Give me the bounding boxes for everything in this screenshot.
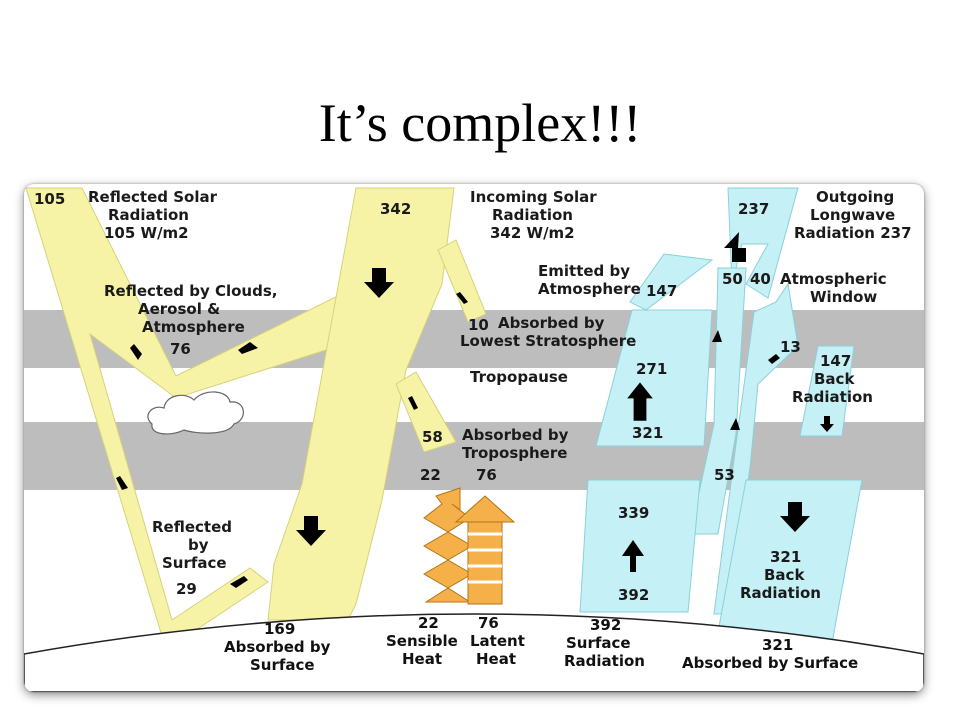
strat-title-1: Absorbed by (498, 314, 605, 332)
emitted-title-2: Atmosphere (538, 280, 641, 298)
diag-arrow-icon (456, 292, 468, 304)
down-arrow-icon (296, 516, 326, 546)
back147-title-2: Radiation (792, 388, 873, 406)
diagram-canvas: 105 Reflected Solar Radiation 105 W/m2 3… (24, 187, 924, 692)
outgoing-title-2: Longwave (810, 206, 895, 224)
reflected-solar-title-3: 105 W/m2 (104, 224, 189, 242)
latent-title-1: Latent (470, 632, 525, 650)
strat-title-2: Lowest Stratosphere (460, 332, 636, 350)
outgoing-title-1: Outgoing (816, 188, 894, 206)
surface-rad-title-1: Surface (566, 634, 631, 652)
strat-value: 10 (468, 316, 489, 334)
surface-rad-value: 392 (590, 616, 621, 634)
back-radiation-147-stream (799, 345, 855, 437)
latent-heat-icon (454, 495, 516, 605)
surface-reflect-title-3: Surface (162, 554, 227, 572)
down-arrow-icon (364, 268, 394, 298)
latent-value: 76 (478, 614, 499, 632)
incoming-title-1: Incoming Solar (470, 188, 597, 206)
up-arrow-icon (730, 418, 740, 430)
stratosphere-branch (437, 239, 487, 323)
back147-title-1: Back (814, 370, 855, 388)
down-arrow-icon (820, 416, 834, 432)
back321-title-1: Back (764, 566, 805, 584)
value-53: 53 (714, 466, 735, 484)
atmosphere-emission-block (595, 309, 713, 447)
surface-reflect-title-2: by (188, 536, 209, 554)
latent-top-value: 76 (476, 466, 497, 484)
surface-rad-title-2: Radiation (564, 652, 645, 670)
clouds-value: 76 (170, 340, 191, 358)
diag-arrow-icon (768, 354, 780, 364)
outgoing-title-3: Radiation 237 (794, 224, 912, 242)
clouds-title-2: Aerosol & (138, 300, 220, 318)
direction-arrows (116, 232, 834, 588)
absorbed-title-1: Absorbed by (224, 638, 331, 656)
down-arrow-icon (780, 502, 810, 532)
value-339: 339 (618, 504, 649, 522)
value-321-upper: 321 (632, 424, 663, 442)
clouds-title-1: Reflected by Clouds, (104, 282, 277, 300)
absorbed-surface-title: Absorbed by Surface (682, 654, 858, 672)
slide-title: It’s complex!!! (318, 93, 642, 153)
diag-arrow-icon (408, 396, 418, 410)
diag-arrow-icon (230, 576, 248, 588)
surface-radiation-stream (579, 479, 701, 613)
reflected-solar-value: 105 (34, 190, 65, 208)
absorbed-surface-value: 321 (762, 636, 793, 654)
value-392-inner: 392 (618, 586, 649, 604)
reflected-solar-title-2: Radiation (108, 206, 189, 224)
incoming-title-3: 342 W/m2 (490, 224, 575, 242)
emitted-title-1: Emitted by (538, 262, 630, 280)
value-271: 271 (636, 360, 667, 378)
incoming-value: 342 (380, 200, 411, 218)
emitted-value: 147 (646, 282, 677, 300)
sensible-title-2: Heat (402, 650, 442, 668)
energy-budget-diagram: 105 Reflected Solar Radiation 105 W/m2 3… (24, 184, 924, 692)
earth-surface (24, 613, 924, 692)
outgoing-value: 237 (738, 200, 769, 218)
up-arrow-icon (724, 232, 746, 262)
absorbed-title-2: Surface (250, 656, 315, 674)
sensible-top-value: 22 (420, 466, 441, 484)
window-title-2: Window (810, 288, 877, 306)
diag-arrow-icon (130, 344, 142, 360)
sensible-value: 22 (418, 614, 439, 632)
up-arrow-icon (627, 382, 653, 421)
sensible-heat-icon (423, 487, 473, 603)
surface-reflect-title-1: Reflected (152, 518, 232, 536)
reflected-solar-title-1: Reflected Solar (88, 188, 218, 206)
window-title-1: Atmospheric (780, 270, 887, 288)
troposphere-branch (395, 371, 457, 453)
window-value-a: 50 (722, 270, 743, 288)
tropo-title-2: Troposphere (462, 444, 567, 462)
tropo-title-1: Absorbed by (462, 426, 569, 444)
value-13: 13 (780, 338, 801, 356)
up-arrow-icon (622, 540, 644, 572)
surface-reflect-value: 29 (176, 580, 197, 598)
back321-value: 321 (770, 548, 801, 566)
up-arrow-icon (712, 330, 722, 342)
up-arrow-icon (116, 476, 128, 490)
latent-title-2: Heat (476, 650, 516, 668)
diag-arrow-icon (238, 342, 258, 354)
cloud-icon (147, 391, 244, 435)
clouds-title-3: Atmosphere (142, 318, 245, 336)
window-value-b: 40 (750, 270, 771, 288)
sensible-title-1: Sensible (386, 632, 458, 650)
back147-value: 147 (820, 352, 851, 370)
incoming-title-2: Radiation (492, 206, 573, 224)
back321-title-2: Radiation (740, 584, 821, 602)
window-stream (689, 267, 747, 535)
absorbed-value: 169 (264, 620, 295, 638)
stratosphere-longwave-stream (713, 282, 799, 615)
tropopause-label: Tropopause (470, 368, 568, 386)
tropo-value: 58 (422, 428, 443, 446)
